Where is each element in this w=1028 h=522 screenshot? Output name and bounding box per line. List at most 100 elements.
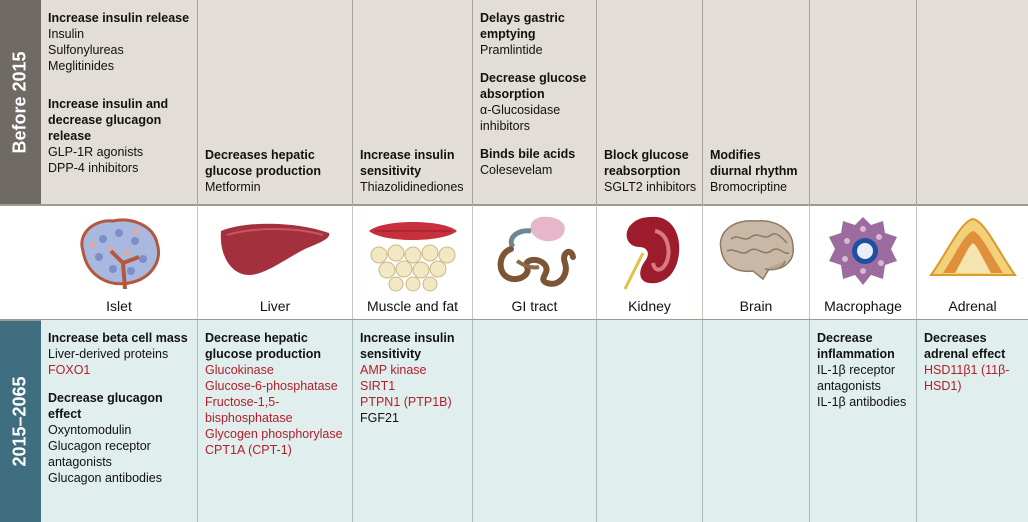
2015-2065-label: 2015–2065 [10,375,31,467]
after-muscle-group: Increase insulin sensitivity AMP kinase … [360,330,468,426]
target-item: Glucagon antibodies [48,471,162,485]
group-header: Decrease inflammation [817,331,895,361]
target-item: FOXO1 [48,363,91,377]
after-islet-group-1: Increase beta cell mass Liver-derived pr… [48,330,193,378]
before-brain-group: Modifies diurnal rhythm Bromocriptine [710,147,805,195]
after-brain-cell [703,320,810,522]
after-kidney-cell [597,320,703,522]
organ-liver: Liver [198,205,353,320]
target-item: IL-1β receptor antagonists [817,363,896,393]
drug-item: Pramlintide [480,43,543,57]
organ-muscle-fat: Muscle and fat [353,205,473,320]
2015-2065-band: 2015–2065 [0,320,41,522]
after-islet-cell: Increase beta cell mass Liver-derived pr… [41,320,198,522]
after-macrophage-group: Decrease inflammation IL-1β receptor ant… [817,330,912,410]
target-item: Liver-derived proteins [48,347,169,361]
drug-item: Colesevelam [480,163,553,177]
group-header: Modifies diurnal rhythm [710,148,798,178]
after-adrenal-cell: Decreases adrenal effect HSD11β1 (11β-HS… [917,320,1028,522]
drug-item: DPP-4 inhibitors [48,161,139,175]
before-kidney-group: Block glucose reabsorption SGLT2 inhibit… [604,147,698,195]
organ-macrophage: Macrophage [810,205,917,320]
after-macrophage-cell: Decrease inflammation IL-1β receptor ant… [810,320,917,522]
group-header: Increase insulin sensitivity [360,331,455,361]
before-muscle-cell: Increase insulin sensitivity Thiazolidin… [353,0,473,205]
before-liver-cell: Decreases hepatic glucose production Met… [198,0,353,205]
group-header: Binds bile acids [480,147,576,161]
gi-tract-icon [497,216,576,287]
after-liver-cell: Decrease hepatic glucose production Gluc… [198,320,353,522]
islet-icon [80,218,160,289]
organ-label-brain: Brain [739,298,773,314]
divider [0,204,1028,206]
after-muscle-cell: Increase insulin sensitivity AMP kinase … [353,320,473,522]
organ-kidney: Kidney [597,205,703,320]
before-2015-label: Before 2015 [10,51,30,154]
before-gi-group-1: Delays gastric emptying Pramlintide [480,10,592,58]
before-islet-group-1: Increase insulin release Insulin Sulfony… [48,10,193,74]
group-header: Increase insulin sensitivity [360,148,455,178]
organ-label-islet: Islet [106,298,132,314]
target-item: Glucose-6-phosphatase [205,379,338,393]
group-header: Decrease glucose absorption [480,71,587,101]
before-gi-cell: Delays gastric emptying Pramlintide Decr… [473,0,597,205]
before-liver-group: Decreases hepatic glucose production Met… [205,147,348,195]
before-brain-cell: Modifies diurnal rhythm Bromocriptine [703,0,810,205]
muscle-fat-icon [368,222,457,292]
group-header: Decreases adrenal effect [924,331,1006,361]
organ-label-kidney: Kidney [628,298,671,314]
target-item: HSD11β1 (11β-HSD1) [924,363,1010,393]
drug-item: Bromocriptine [710,180,788,194]
before-macrophage-cell [810,0,917,205]
target-item: CPT1A (CPT-1) [205,443,292,457]
kidney-icon [623,216,679,290]
before-2015-band: Before 2015 [0,0,41,205]
drug-item: Insulin [48,27,85,41]
before-adrenal-cell [917,0,1028,205]
drug-item: Meglitinides [48,59,115,73]
after-liver-group: Decrease hepatic glucose production Gluc… [205,330,348,458]
drug-item: Metformin [205,180,261,194]
drug-item: Thiazolidinediones [360,180,464,194]
liver-icon [220,223,330,275]
organ-brain: Brain [703,205,810,320]
before-kidney-cell: Block glucose reabsorption SGLT2 inhibit… [597,0,703,205]
group-header: Increase insulin release [48,11,190,25]
group-header: Block glucose reabsorption [604,148,689,178]
after-gi-cell [473,320,597,522]
target-item: Glucagon receptor antagonists [48,439,151,469]
adrenal-icon [928,217,1017,276]
target-item: PTPN1 (PTP1B) [360,395,452,409]
macrophage-icon [829,217,897,285]
organ-label-liver: Liver [259,298,291,314]
drug-item: Sulfonylureas [48,43,124,57]
row-spacer [0,205,41,320]
drug-item: GLP-1R agonists [48,145,144,159]
organ-label-macrophage: Macrophage [824,298,902,314]
organ-adrenal: Adrenal [917,205,1028,320]
group-header: Increase beta cell mass [48,331,188,345]
before-gi-group-2: Decrease glucose absorption α-Glucosidas… [480,70,592,134]
after-adrenal-group: Decreases adrenal effect HSD11β1 (11β-HS… [924,330,1024,394]
drug-item: SGLT2 inhibitors [604,180,697,194]
organ-gi-tract: GI tract [473,205,597,320]
group-header: Decreases hepatic glucose production [205,148,321,178]
target-item: Fructose-1,5-bisphosphatase [205,395,293,425]
target-item: Oxyntomodulin [48,423,132,437]
organ-label-muscle-fat: Muscle and fat [366,298,459,314]
organ-islet: Islet [41,205,198,320]
organ-label-gi-tract: GI tract [511,298,558,314]
before-muscle-group: Increase insulin sensitivity Thiazolidin… [360,147,468,195]
group-header: Decrease hepatic glucose production [205,331,321,361]
target-item: Glucokinase [205,363,274,377]
target-item: AMP kinase [360,363,427,377]
after-islet-group-2: Decrease glucagon effect Oxyntomodulin G… [48,390,193,486]
group-header: Decrease glucagon effect [48,391,163,421]
before-gi-group-3: Binds bile acids Colesevelam [480,146,592,178]
brain-icon [719,220,794,281]
target-item: FGF21 [360,411,399,425]
target-item: SIRT1 [360,379,396,393]
before-islet-cell: Increase insulin release Insulin Sulfony… [41,0,198,205]
target-item: IL-1β antibodies [817,395,907,409]
